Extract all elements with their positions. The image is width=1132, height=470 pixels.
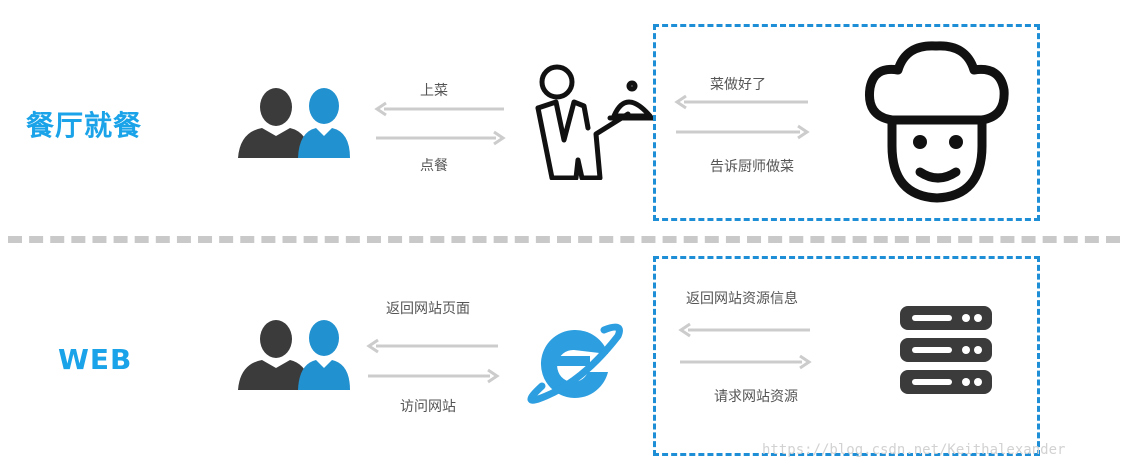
label-food-ready: 菜做好了: [710, 77, 766, 93]
ie-browser-icon: [524, 316, 624, 412]
section-divider: [8, 236, 1120, 243]
waiter-icon: [530, 62, 657, 184]
arrow-right: [374, 130, 506, 146]
chef-icon: [862, 38, 1012, 208]
label-return-resources: 返回网站资源信息: [686, 291, 798, 307]
label-visit-site: 访问网站: [400, 399, 456, 415]
people-icon: [236, 82, 352, 166]
label-return-page: 返回网站页面: [386, 301, 470, 317]
label-order: 点餐: [420, 158, 448, 174]
arrow-right: [678, 354, 812, 370]
label-request-resources: 请求网站资源: [714, 389, 798, 405]
server-icon: [898, 304, 996, 400]
arrow-left: [366, 338, 500, 354]
watermark-text: https://blog.csdn.net/Keithalexander: [762, 442, 1066, 458]
label-tell-chef: 告诉厨师做菜: [710, 159, 794, 175]
arrow-left: [374, 101, 506, 117]
arrow-left: [678, 322, 812, 338]
arrow-right: [674, 124, 810, 140]
arrow-right: [366, 368, 500, 384]
arrow-left: [674, 94, 810, 110]
section-title-web: WEB: [58, 343, 133, 376]
section-title-restaurant: 餐厅就餐: [26, 109, 143, 142]
people-icon: [236, 314, 352, 398]
label-serve-food: 上菜: [420, 83, 448, 99]
kitchen-box: [653, 24, 1040, 221]
server-box: [653, 256, 1040, 456]
